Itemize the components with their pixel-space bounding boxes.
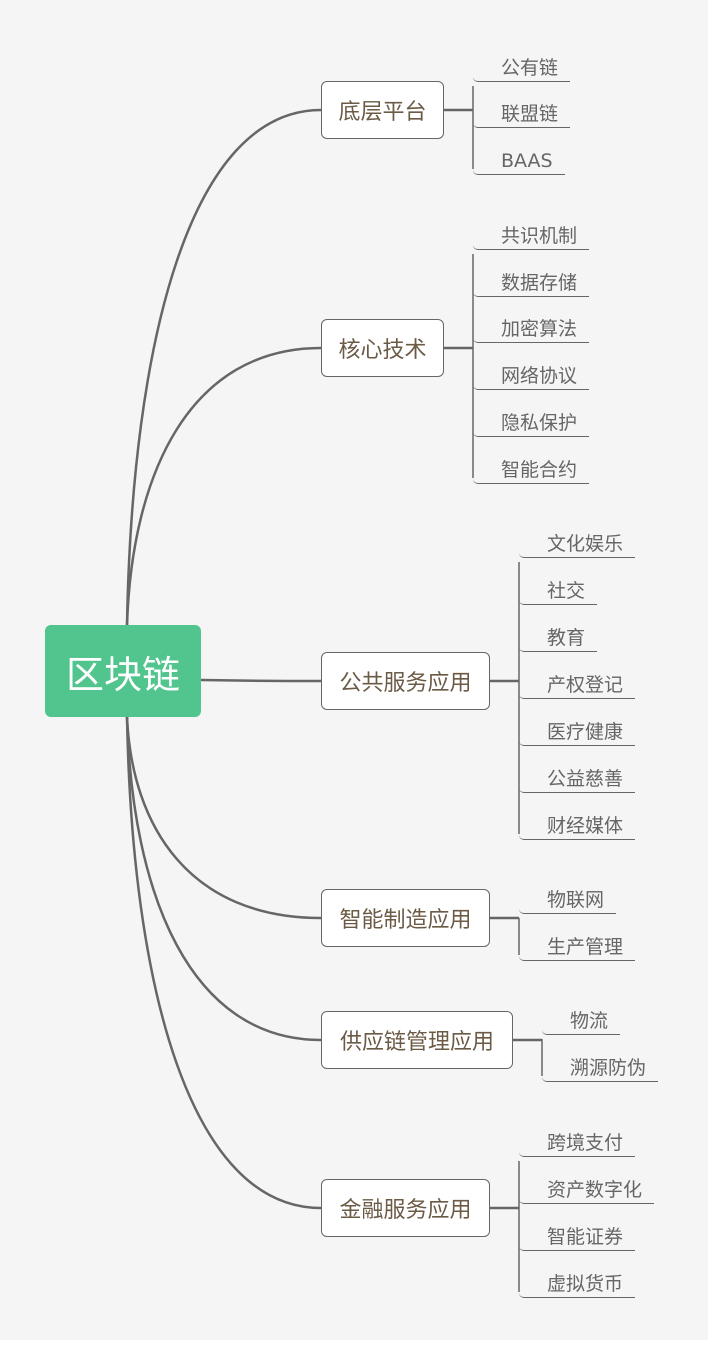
branch-connector bbox=[125, 108, 322, 626]
leaf-node[interactable]: 公益慈善 bbox=[519, 768, 636, 793]
branch-node[interactable]: 金融服务应用 bbox=[321, 1179, 490, 1237]
leaf-node[interactable]: BAAS bbox=[473, 150, 565, 175]
leaf-node[interactable]: 财经媒体 bbox=[519, 815, 636, 840]
leaf-node[interactable]: 生产管理 bbox=[519, 936, 636, 961]
leaf-node[interactable]: 数据存储 bbox=[473, 272, 590, 297]
leaf-node[interactable]: 教育 bbox=[519, 627, 598, 652]
leaf-node[interactable]: 智能证券 bbox=[519, 1226, 636, 1251]
leaf-node[interactable]: 公有链 bbox=[473, 57, 571, 82]
branch-connector bbox=[125, 716, 322, 1210]
leaf-node[interactable]: 网络协议 bbox=[473, 365, 590, 390]
leaf-node[interactable]: 联盟链 bbox=[473, 103, 571, 128]
leaf-node[interactable]: 跨境支付 bbox=[519, 1132, 636, 1157]
leaf-node[interactable]: 物流 bbox=[542, 1010, 621, 1035]
leaf-node[interactable]: 社交 bbox=[519, 580, 598, 605]
leaf-node[interactable]: 医疗健康 bbox=[519, 721, 636, 746]
branch-node[interactable]: 供应链管理应用 bbox=[321, 1011, 513, 1069]
branch-node[interactable]: 核心技术 bbox=[321, 319, 444, 377]
leaf-node[interactable]: 物联网 bbox=[519, 889, 617, 914]
leaf-node[interactable]: 文化娱乐 bbox=[519, 533, 636, 558]
leaf-node[interactable]: 智能合约 bbox=[473, 459, 590, 484]
leaf-node[interactable]: 溯源防伪 bbox=[542, 1057, 659, 1082]
branch-node[interactable]: 底层平台 bbox=[321, 81, 444, 139]
leaf-node[interactable]: 虚拟货币 bbox=[519, 1273, 636, 1298]
branch-connector bbox=[125, 346, 322, 626]
root-node[interactable]: 区块链 bbox=[45, 625, 201, 717]
leaf-node[interactable]: 产权登记 bbox=[519, 674, 636, 699]
branch-connector bbox=[200, 678, 322, 683]
branch-connector bbox=[125, 716, 322, 1042]
branch-node[interactable]: 智能制造应用 bbox=[321, 889, 490, 947]
leaf-node[interactable]: 共识机制 bbox=[473, 225, 590, 250]
leaf-node[interactable]: 资产数字化 bbox=[519, 1179, 655, 1204]
leaf-node[interactable]: 隐私保护 bbox=[473, 412, 590, 437]
branch-node[interactable]: 公共服务应用 bbox=[321, 652, 490, 710]
branch-connector bbox=[125, 716, 322, 920]
leaf-node[interactable]: 加密算法 bbox=[473, 318, 590, 343]
